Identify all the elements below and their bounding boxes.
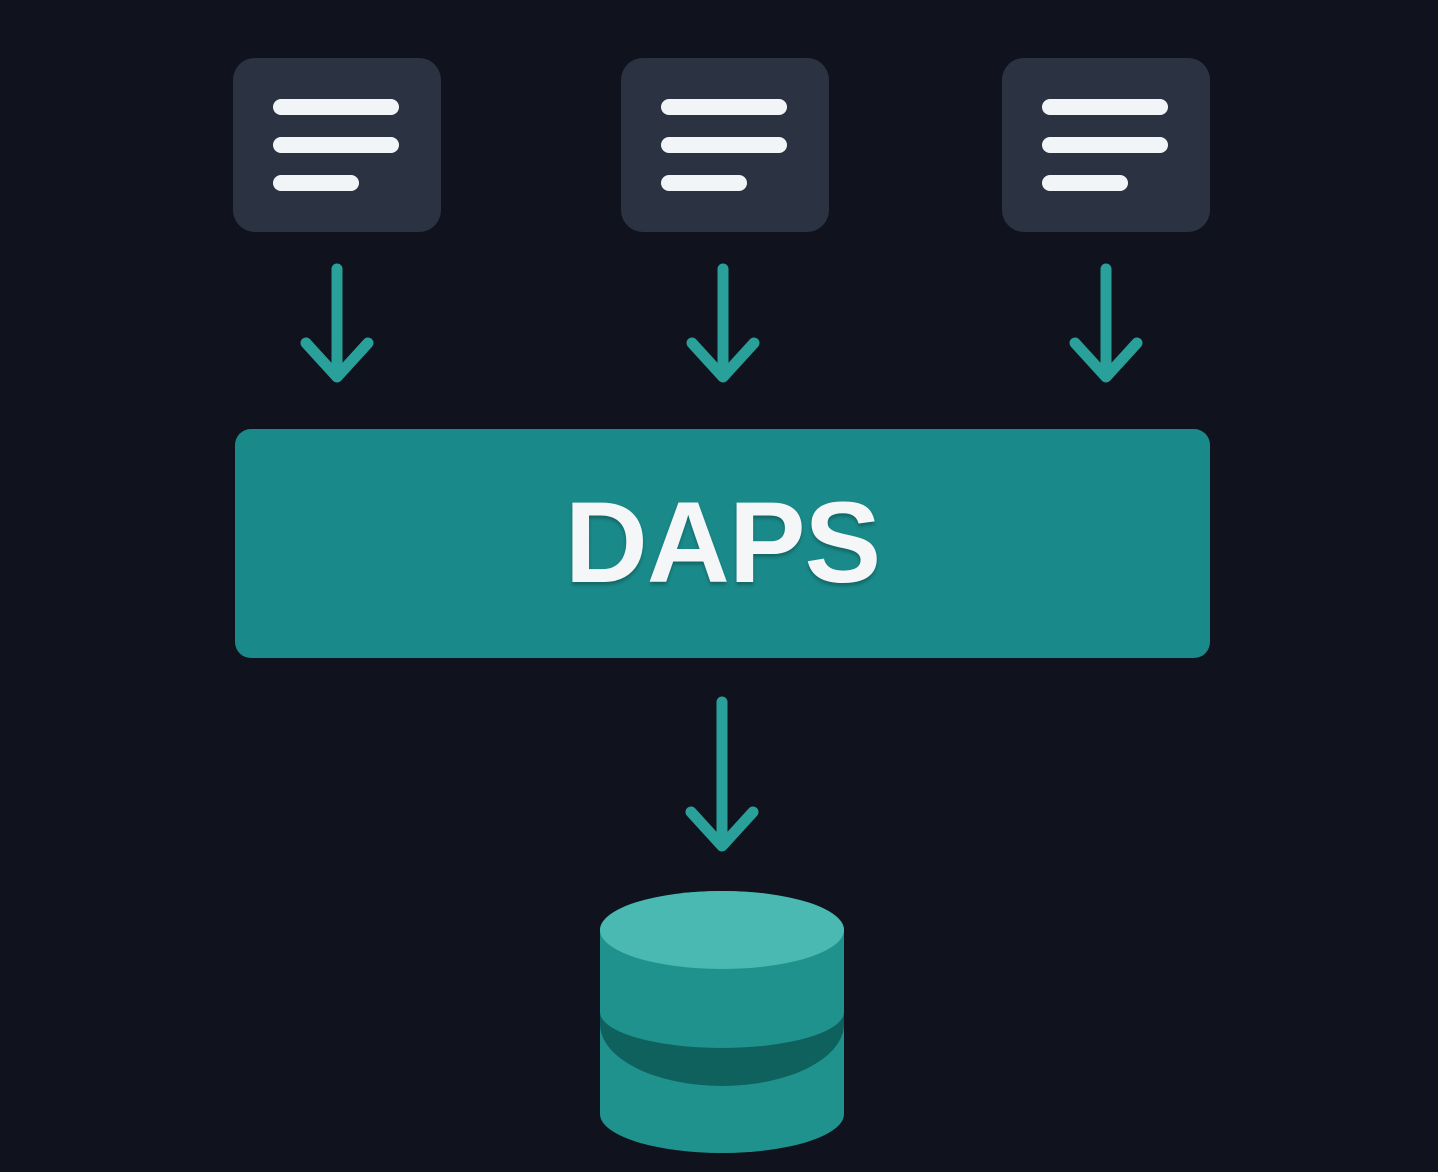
document-text-line [273,175,359,191]
document-card-1 [233,58,441,232]
document-text-line [273,99,399,115]
document-text-line [661,137,787,153]
document-text-line [1042,99,1168,115]
daps-hub-box: DAPS [235,429,1210,658]
down-arrow-icon [685,696,759,852]
down-arrow-icon [1069,263,1143,383]
down-arrow-icon [686,263,760,383]
document-card-3 [1002,58,1210,232]
document-text-line [1042,175,1128,191]
database-cylinder-icon [600,891,844,1153]
document-text-line [661,99,787,115]
document-text-line [1042,137,1168,153]
document-text-line [273,137,399,153]
document-card-2 [621,58,829,232]
down-arrow-icon [300,263,374,383]
daps-hub-label: DAPS [564,479,882,607]
document-text-line [661,175,747,191]
